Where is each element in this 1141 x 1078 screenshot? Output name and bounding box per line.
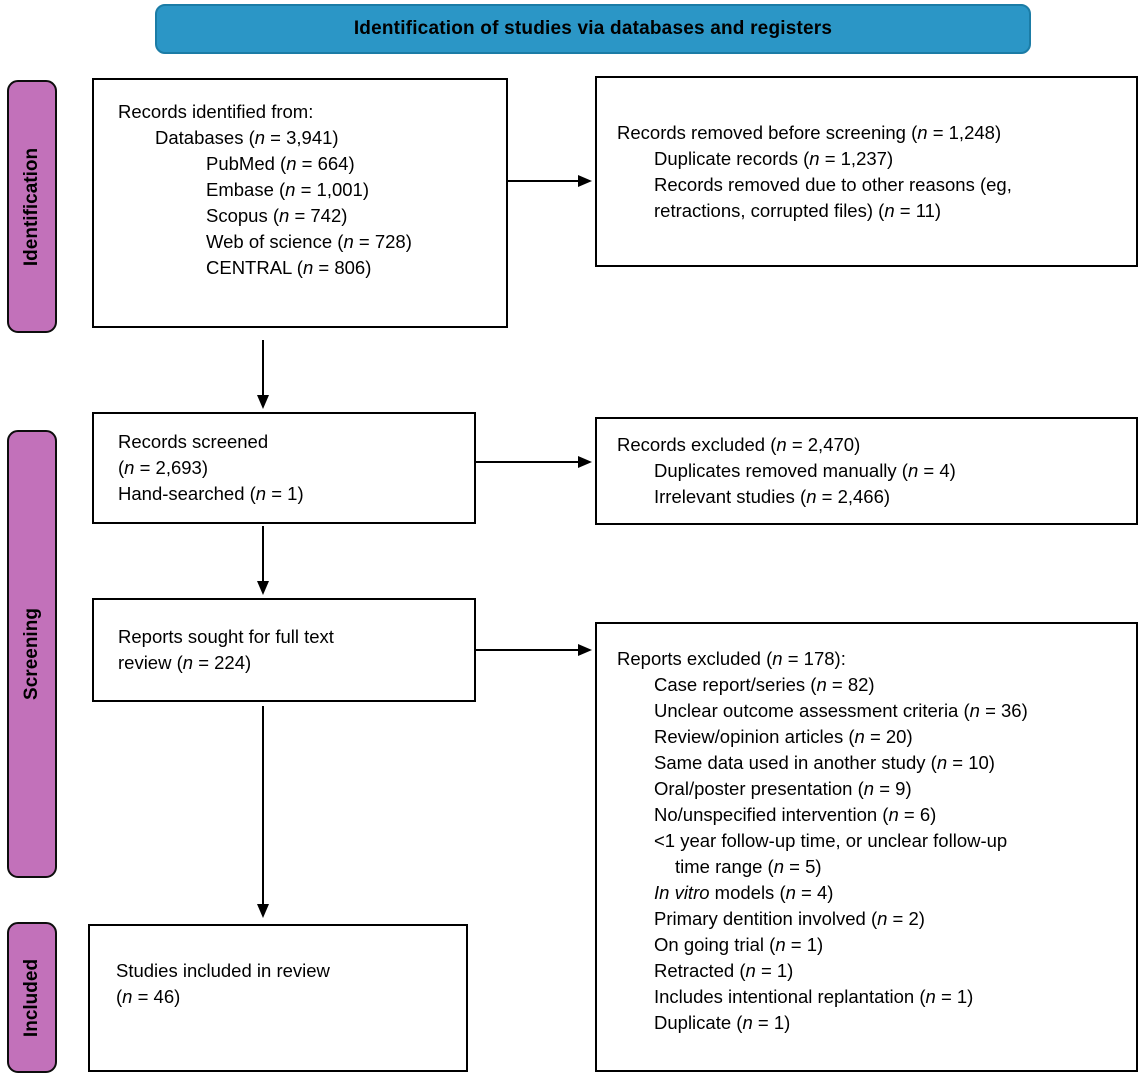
box-line: PubMed (n = 664) [206, 153, 355, 174]
box-reports-sought: Reports sought for full text review (n = … [92, 598, 476, 702]
box-line: Same data used in another study (n = 10) [654, 752, 995, 773]
stage-label-screening-text: Screening [21, 608, 42, 700]
box-records-removed-before-screening: Records removed before screening (n = 1,… [595, 76, 1138, 267]
box-studies-included: Studies included in review (n = 46) [88, 924, 468, 1072]
arrow-sought-to-reports-excluded-line [476, 649, 580, 651]
box-line: Case report/series (n = 82) [654, 674, 875, 695]
box-line: Includes intentional replantation (n = 1… [654, 986, 974, 1007]
box-line: Unclear outcome assessment criteria (n =… [654, 700, 1028, 721]
box-line: In vitro models (n = 4) [654, 882, 834, 903]
box-line: <1 year follow-up time, or unclear follo… [654, 830, 1008, 851]
box-records-identified: Records identified from: Databases (n = 3… [92, 78, 508, 328]
title-banner-label: Identification of studies via databases … [353, 18, 833, 39]
box-line: Scopus (n = 742) [206, 205, 348, 226]
box-line: (n = 2,693) [118, 457, 209, 478]
box-line: Duplicate (n = 1) [654, 1012, 791, 1033]
box-line: Studies included in review [116, 960, 330, 981]
box-line: Embase (n = 1,001) [206, 179, 370, 200]
box-line: Retracted (n = 1) [654, 960, 794, 981]
box-line: Records removed before screening (n = 1,… [617, 121, 1002, 143]
arrow-sought-to-included-line [262, 706, 264, 906]
box-line: retractions, corrupted files) (n = 11) [654, 199, 942, 221]
arrow-screened-to-sought-line [262, 526, 264, 583]
box-line: Oral/poster presentation (n = 9) [654, 778, 912, 799]
arrow-screened-to-sought-head-icon [256, 581, 269, 595]
stage-label-identification: Identification [7, 80, 57, 333]
box-line: Irrelevant studies (n = 2,466) [654, 486, 891, 507]
arrow-screened-to-excluded-head-icon [578, 455, 592, 468]
box-reports-excluded: Reports excluded (n = 178): Case report/s… [595, 622, 1138, 1072]
box-line: Databases (n = 3,941) [155, 127, 339, 148]
box-line: Reports sought for full text [118, 626, 334, 647]
box-line: Records screened [118, 431, 269, 452]
box-line: Duplicate records (n = 1,237) [654, 147, 894, 169]
box-line: Duplicates removed manually (n = 4) [654, 460, 956, 481]
box-line: No/unspecified intervention (n = 6) [654, 804, 937, 825]
arrow-sought-to-included-head-icon [256, 904, 269, 918]
box-line: Hand-searched (n = 1) [118, 483, 304, 504]
stage-label-screening: Screening [7, 430, 57, 878]
box-line: Records excluded (n = 2,470) [617, 434, 861, 455]
box-line: Records removed due to other reasons (eg… [654, 173, 1012, 195]
title-banner: Identification of studies via databases … [155, 4, 1031, 54]
stage-label-included: Included [7, 922, 57, 1073]
box-line: (n = 46) [116, 986, 181, 1007]
box-line: CENTRAL (n = 806) [206, 257, 372, 278]
arrow-identified-to-screened-head-icon [256, 395, 269, 409]
box-line: review (n = 224) [118, 652, 252, 673]
arrow-screened-to-excluded-line [476, 461, 580, 463]
box-line: Primary dentition involved (n = 2) [654, 908, 925, 929]
box-line: Review/opinion articles (n = 20) [654, 726, 913, 747]
box-line: time range (n = 5) [675, 856, 822, 877]
box-line: Reports excluded (n = 178): [617, 648, 846, 669]
box-records-excluded: Records excluded (n = 2,470) Duplicates r… [595, 417, 1138, 525]
box-line: Records identified from: [118, 101, 314, 122]
stage-label-included-text: Included [21, 958, 42, 1037]
arrow-identified-to-screened-line [262, 340, 264, 397]
stage-label-identification-text: Identification [21, 147, 43, 266]
arrow-sought-to-reports-excluded-head-icon [578, 643, 592, 656]
arrow-identified-to-removed-head-icon [578, 174, 592, 187]
box-line: Web of science (n = 728) [206, 231, 412, 252]
box-line: On going trial (n = 1) [654, 934, 824, 955]
arrow-identified-to-removed-line [508, 180, 580, 182]
box-records-screened: Records screened (n = 2,693) Hand-searched… [92, 412, 476, 524]
